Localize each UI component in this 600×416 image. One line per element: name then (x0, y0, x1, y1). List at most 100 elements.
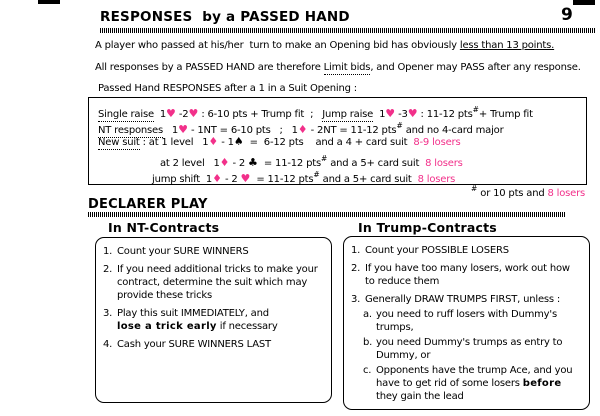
footnote-losers: 8 losers (547, 188, 585, 199)
item-number: 3. (351, 294, 361, 305)
intro-line-2-text: All responses by a PASSED HAND are there… (95, 62, 324, 73)
subitem-text: you need Dummy's trumps as entry to Dumm… (376, 337, 563, 361)
title-rule (100, 28, 595, 33)
nt-item-3: 3. Play this suit IMMEDIATELY, and lose a… (103, 307, 327, 333)
subitem-text-plain: they gain the lead (376, 391, 464, 402)
intro-line-1: A player who passed at his/her turn to m… (95, 40, 554, 51)
item-text: Play this suit IMMEDIATELY, and lose a t… (117, 307, 278, 333)
nt-item-2: 2. If you need additional tricks to make … (103, 263, 327, 302)
row3-text: = 6-12 pts and a 4 + card suit (243, 137, 414, 149)
row1-text: 1 (373, 109, 386, 120)
item-number: 1. (351, 245, 361, 256)
heart-icon: ♥ (385, 107, 396, 120)
nt-item-1: 1. Count your SURE WINNERS (103, 245, 327, 258)
response-row-new-suit-2level: at 2 level 1♦ - 2 ♣ = 11-12 pts# and a 5… (98, 151, 586, 169)
subitem-letter: b. (363, 337, 373, 348)
spade-icon: ♠ (233, 135, 244, 149)
heart-icon: ♥ (240, 171, 251, 185)
footnote-marker: # (471, 184, 478, 193)
response-row-nt: NT responses 1♥ - 1NT = 6-10 pts ; 1♦ - … (98, 118, 586, 139)
row5-text: = 11-12 pts (250, 173, 314, 185)
subitem-text: Opponents have the trump Ace, and you ha… (376, 364, 573, 403)
term-single-raise: Single raise (98, 109, 154, 122)
item-text: Count your POSSIBLE LOSERS (365, 245, 509, 256)
row1-text: : 6-10 pts + Trump fit ; (198, 109, 323, 120)
item-text-plain: if necessary (216, 321, 278, 332)
page-number: 9 (561, 5, 573, 25)
trump-subitem-b: b.you need Dummy's trumps as entry to Du… (363, 336, 585, 362)
row1-text: -3 (395, 109, 408, 120)
top-left-rule (38, 0, 60, 4)
subitem-letter: c. (363, 365, 372, 376)
intro-line-2-term: Limit bids (323, 62, 371, 75)
heart-icon: ♥ (407, 107, 418, 120)
row1-text: -2 (175, 109, 189, 120)
intro-line-2-rest: , and Opener may PASS after any response… (370, 62, 581, 73)
trump-subitem-c: c. Opponents have the trump Ace, and you … (363, 364, 585, 403)
club-icon: ♣ (248, 155, 258, 169)
subitem-text-bold: before (522, 378, 562, 389)
response-row-single-raise: Single raise 1♥ -2♥ : 6-10 pts + Trump f… (98, 102, 586, 122)
row4-text: and a 5+ card suit (327, 157, 426, 169)
row3-text: - 1 (218, 137, 234, 149)
diamond-icon: ♦ (219, 155, 230, 169)
response-row-new-suit-1level: New suit : at 1 level 1♦ - 1♠ = 6-12 pts… (98, 134, 586, 151)
item-text: If you need additional tricks to make yo… (117, 264, 318, 301)
declarer-play-title: DECLARER PLAY (88, 197, 208, 212)
footnote-marker: # (396, 121, 403, 131)
intro-line-1-text: A player who passed at his/her turn to m… (95, 40, 460, 51)
item-text-bold: lose a trick early (117, 321, 217, 332)
term-nt-responses: NT responses (98, 125, 163, 139)
footnote-marker: # (320, 153, 328, 163)
item-text: If you have too many losers, work out ho… (365, 263, 570, 287)
item-text: Cash your SURE WINNERS LAST (117, 339, 271, 350)
trump-subitem-a: a. you need to ruff losers with Dummy's t… (363, 308, 585, 334)
footnote-marker: # (313, 169, 320, 179)
item-text: Count your SURE WINNERS (117, 246, 249, 257)
row1-text: 1 (153, 109, 167, 120)
term-jump-raise: Jump raise (322, 109, 374, 122)
heart-icon: ♥ (178, 123, 188, 137)
footnote-text: or 10 pts and (477, 188, 548, 199)
row3-text: : at 1 level 1 (139, 137, 209, 149)
item-number: 3. (103, 308, 113, 319)
row1-text: + Trump fit (478, 109, 533, 120)
footnote: # or 10 pts and 8 losers (471, 184, 585, 199)
item-number: 1. (103, 246, 113, 257)
subitem-letter: a. (363, 309, 372, 320)
row5-text: and a 5+ card suit (319, 173, 418, 185)
diamond-icon: ♦ (297, 123, 308, 137)
row4-text: at 2 level 1 (160, 157, 220, 169)
nt-contracts-heading: In NT-Contracts (108, 220, 220, 235)
trump-contracts-heading: In Trump-Contracts (358, 220, 497, 235)
subitem-text-plain: Opponents have the trump Ace, and you ha… (376, 365, 573, 389)
intro-line-1-underlined: less than 13 points. (459, 40, 555, 51)
row4-text: = 11-12 pts (257, 157, 321, 169)
row2-text: - 1NT = 6-10 pts ; 1 (187, 125, 298, 137)
losers-badge: 8-9 losers (413, 137, 461, 149)
page-title: RESPONSES by a PASSED HAND (100, 9, 350, 25)
intro-line-2: All responses by a PASSED HAND are there… (95, 62, 581, 75)
row5-text: - 2 (221, 173, 241, 185)
declarer-rule (88, 212, 566, 217)
subitem-text: you need to ruff losers with Dummy's tru… (376, 309, 557, 333)
footnote-marker: # (472, 105, 479, 114)
item-number: 4. (103, 339, 113, 350)
diamond-icon: ♦ (212, 171, 222, 185)
diamond-icon: ♦ (208, 135, 219, 149)
item-number: 2. (351, 263, 361, 274)
item-text: Generally DRAW TRUMPS FIRST, unless : (365, 294, 561, 305)
trump-item-1: 1. Count your POSSIBLE LOSERS (351, 244, 585, 257)
heart-icon: ♥ (166, 107, 176, 120)
item-number: 2. (103, 264, 113, 275)
item-text-plain: Play this suit IMMEDIATELY, and (117, 308, 269, 319)
intro-line-3: Passed Hand RESPONSES after a 1 in a Sui… (98, 83, 357, 94)
trump-contracts-box: 1. Count your POSSIBLE LOSERS 2. If you ha… (343, 236, 590, 410)
nt-item-4: 4. Cash your SURE WINNERS LAST (103, 338, 327, 351)
losers-badge: 8 losers (417, 173, 456, 185)
losers-badge: 8 losers (425, 157, 463, 169)
response-row-jump-shift: jump shift 1♦ - 2 ♥ = 11-12 pts# and a 5… (98, 167, 586, 185)
row5-text: jump shift 1 (152, 173, 213, 185)
trump-item-2: 2. If you have too many losers, work out … (351, 262, 585, 288)
